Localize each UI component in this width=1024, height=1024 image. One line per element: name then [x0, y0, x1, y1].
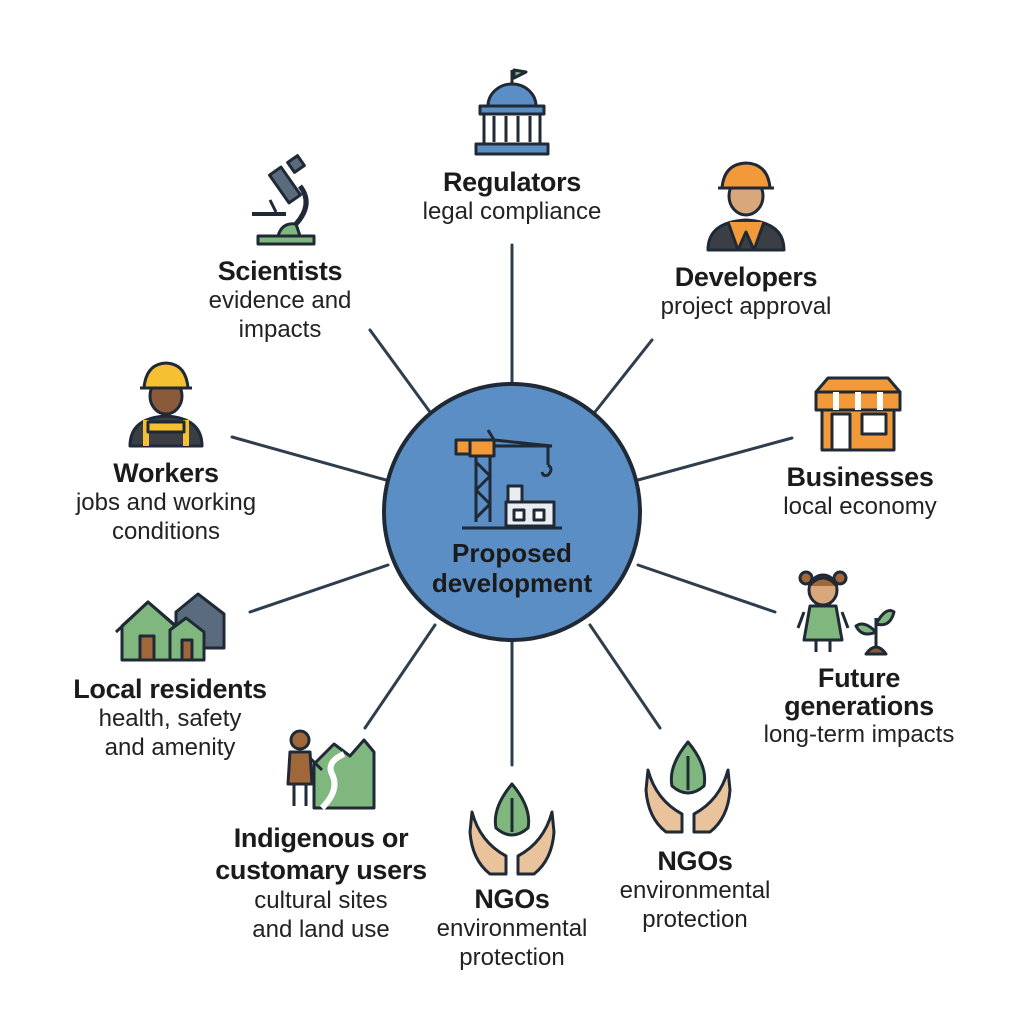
stakeholder-name: NGOs [657, 846, 733, 876]
hub [382, 382, 642, 642]
node-scientists: Scientists evidence and impacts [180, 256, 380, 344]
stakeholder-role: project approval [660, 293, 832, 320]
stakeholder-role: legal compliance [422, 198, 602, 225]
node-ngos-right: NGOs environmental protection [600, 846, 790, 934]
spokes [230, 243, 794, 767]
worker-icon [128, 361, 204, 448]
node-workers: Workers jobs and working conditions [56, 458, 276, 546]
stakeholder-role: environmental protection [619, 877, 771, 933]
stakeholder-role: environmental protection [436, 915, 588, 971]
node-ngos-bottom: NGOs environmental protection [417, 884, 607, 972]
stakeholder-name: Regulators [442, 167, 582, 197]
stakeholder-role: health, safety and amenity [98, 705, 242, 761]
child-seedling-icon [796, 570, 896, 656]
developer-hardhat-icon [706, 161, 786, 252]
hands-leaf-icon [468, 782, 556, 876]
spoke-ngos-right [588, 623, 662, 730]
stakeholder-role: cultural sites and land use [252, 887, 390, 943]
stakeholder-role: evidence and impacts [208, 287, 352, 343]
hands-leaf-icon [644, 740, 732, 834]
stakeholder-name: Scientists [217, 256, 343, 286]
node-regulators: Regulators legal compliance [392, 167, 632, 226]
node-future: Future generations long-term impacts [744, 664, 974, 749]
stakeholder-name: Indigenous or customary users [215, 823, 427, 885]
spoke-workers [230, 435, 388, 482]
person-landscape-icon [286, 729, 376, 811]
spoke-future [636, 563, 777, 614]
stakeholder-role: local economy [783, 493, 937, 520]
stakeholder-name: Workers [113, 458, 219, 488]
construction-crane-icon [454, 429, 562, 530]
node-indigenous: Indigenous or customary users cultural s… [196, 822, 446, 944]
spoke-residents [248, 563, 390, 614]
spoke-businesses [636, 436, 794, 482]
stakeholder-name: Local residents [73, 674, 267, 704]
government-building-icon [474, 68, 550, 156]
stakeholder-name: Developers [674, 262, 818, 292]
node-developers: Developers project approval [636, 262, 856, 321]
stakeholder-name: Businesses [786, 462, 934, 492]
spoke-developers [593, 338, 654, 414]
spoke-indigenous [363, 623, 437, 730]
stakeholder-role: jobs and working conditions [75, 489, 257, 545]
hub-label: Proposed development [431, 538, 593, 598]
spoke-scientists [368, 328, 432, 414]
stakeholder-name: Future generations [784, 663, 934, 721]
storefront-icon [814, 376, 902, 452]
node-residents: Local residents health, safety and ameni… [52, 674, 288, 762]
houses-icon [114, 592, 226, 662]
node-businesses: Businesses local economy [760, 462, 960, 521]
stakeholder-role: long-term impacts [763, 721, 955, 748]
microscope-icon [252, 154, 316, 246]
stakeholder-name: NGOs [474, 884, 550, 914]
